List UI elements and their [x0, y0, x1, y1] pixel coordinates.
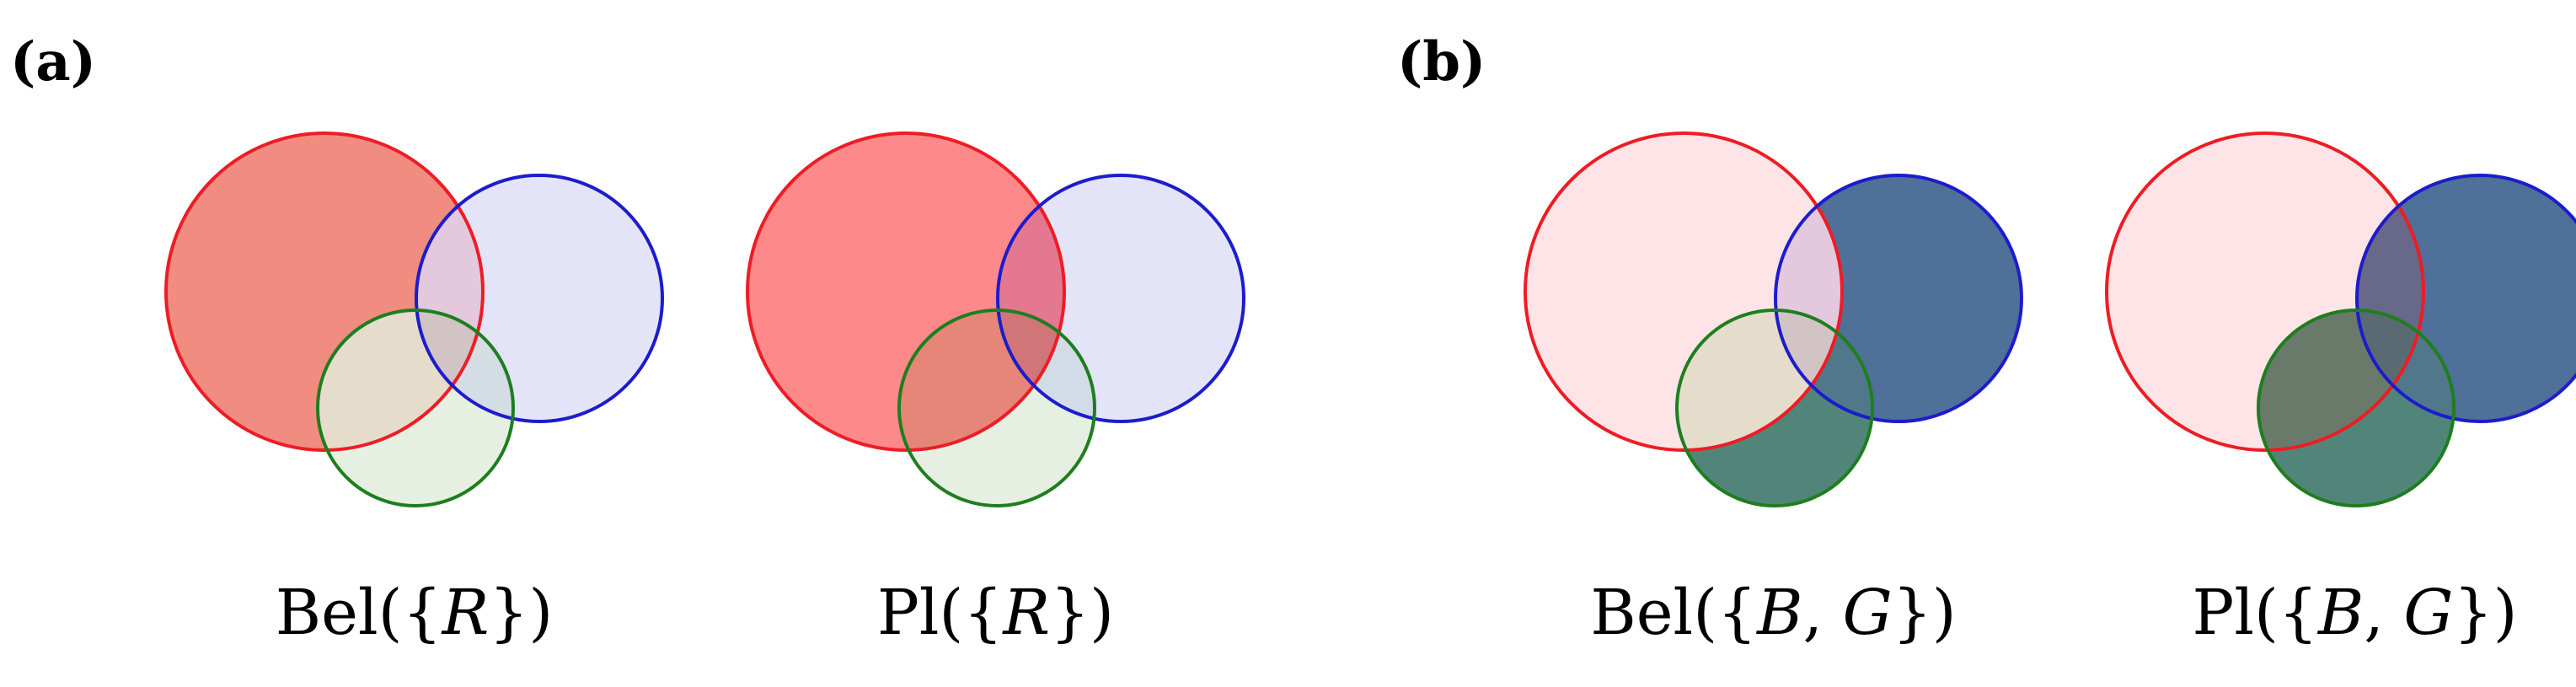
caption-open-bracket: ({: [378, 577, 442, 649]
green-circle-outline: [897, 309, 1096, 507]
caption-variable: B: [1755, 577, 1802, 649]
caption-variable: R: [441, 577, 490, 649]
venn-diagram-4: [2105, 131, 2576, 507]
caption-separator: ,: [2364, 577, 2403, 649]
panel-label-a: (a): [10, 30, 96, 94]
venn-diagram-1: [164, 131, 664, 507]
caption-diagram-2: Pl({R}): [877, 577, 1114, 649]
caption-open-bracket: ({: [1693, 577, 1757, 649]
red-circle-outline: [746, 131, 1066, 452]
green-circle-outline: [2257, 309, 2456, 507]
caption-diagram-1: Bel({R}): [276, 577, 553, 649]
diagrams-group: [164, 131, 2576, 507]
region-rg: [1677, 310, 1842, 450]
caption-diagram-4: Pl({B, G}): [2193, 577, 2518, 649]
caption-function: Bel: [276, 577, 378, 649]
caption-function: Pl: [2193, 577, 2254, 649]
blue-circle-outline: [996, 174, 1245, 423]
blue-circle-outline: [415, 174, 664, 423]
caption-diagram-3: Bel({B, G}): [1590, 577, 1956, 649]
region-rg: [2258, 310, 2423, 450]
caption-close-bracket: }): [489, 577, 553, 649]
green-circle-outline: [316, 309, 515, 507]
red-circle-outline: [164, 131, 485, 452]
region-bg: [1775, 310, 1872, 421]
caption-close-bracket: }): [2454, 577, 2518, 649]
caption-function: Bel: [1590, 577, 1693, 649]
caption-function: Pl: [877, 577, 939, 649]
green-circle-outline: [1675, 309, 1874, 507]
caption-variable: B: [2316, 577, 2364, 649]
caption-close-bracket: }): [1893, 577, 1957, 649]
caption-variable: G: [1843, 577, 1893, 649]
panel-label-b: (b): [1397, 30, 1486, 94]
red-circle-outline: [1524, 131, 1844, 452]
captions-group: Bel({R})Pl({R})Bel({B, G})Pl({B, G}): [276, 577, 2518, 649]
region-bg: [998, 310, 1095, 421]
caption-variable: G: [2403, 577, 2453, 649]
red-circle-outline: [2105, 131, 2425, 452]
blue-circle-outline: [2355, 174, 2576, 423]
caption-separator: ,: [1803, 577, 1843, 649]
venn-diagram-3: [1524, 131, 2023, 507]
caption-variable: R: [1001, 577, 1050, 649]
region-rg: [899, 310, 1064, 450]
blue-circle-outline: [1774, 174, 2023, 423]
caption-open-bracket: ({: [939, 577, 1003, 649]
region-bg: [416, 310, 513, 421]
region-rg: [318, 310, 483, 450]
caption-close-bracket: }): [1050, 577, 1114, 649]
region-bg: [2357, 310, 2454, 421]
caption-open-bracket: ({: [2254, 577, 2318, 649]
venn-diagram-2: [746, 131, 1245, 507]
